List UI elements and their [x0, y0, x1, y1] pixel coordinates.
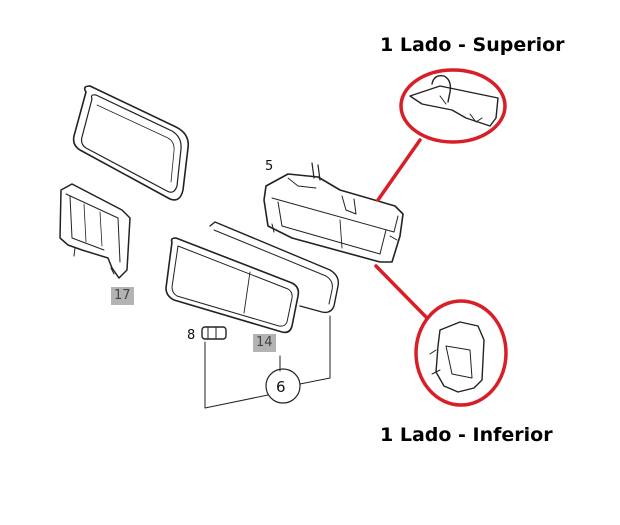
lower-callout-circle: [414, 299, 508, 407]
lower-callout-title: 1 Lado - Inferior: [380, 424, 553, 446]
part-number-set: 6: [276, 378, 286, 396]
part-number-housing: 5: [265, 159, 274, 174]
upper-clip-detail: [409, 74, 499, 127]
part-number-cover: 17: [111, 287, 134, 305]
set-6-circle: [265, 368, 301, 404]
frame-gasket: [72, 85, 190, 201]
lower-callout-line: [374, 264, 429, 320]
cover-17: [59, 183, 131, 279]
upper-callout-title: 1 Lado - Superior: [380, 34, 565, 56]
lens-gasket: [209, 221, 340, 314]
part-number-bulb: 8: [187, 328, 196, 343]
housing-5: [263, 162, 404, 263]
part-number-lens: 14: [253, 334, 276, 352]
upper-callout-circle: [399, 68, 507, 144]
upper-callout-line: [376, 138, 422, 202]
lower-clip-detail: [429, 321, 485, 393]
leader-lines: [204, 315, 331, 409]
lens-14: [165, 237, 300, 334]
bulb-8: [201, 326, 227, 340]
